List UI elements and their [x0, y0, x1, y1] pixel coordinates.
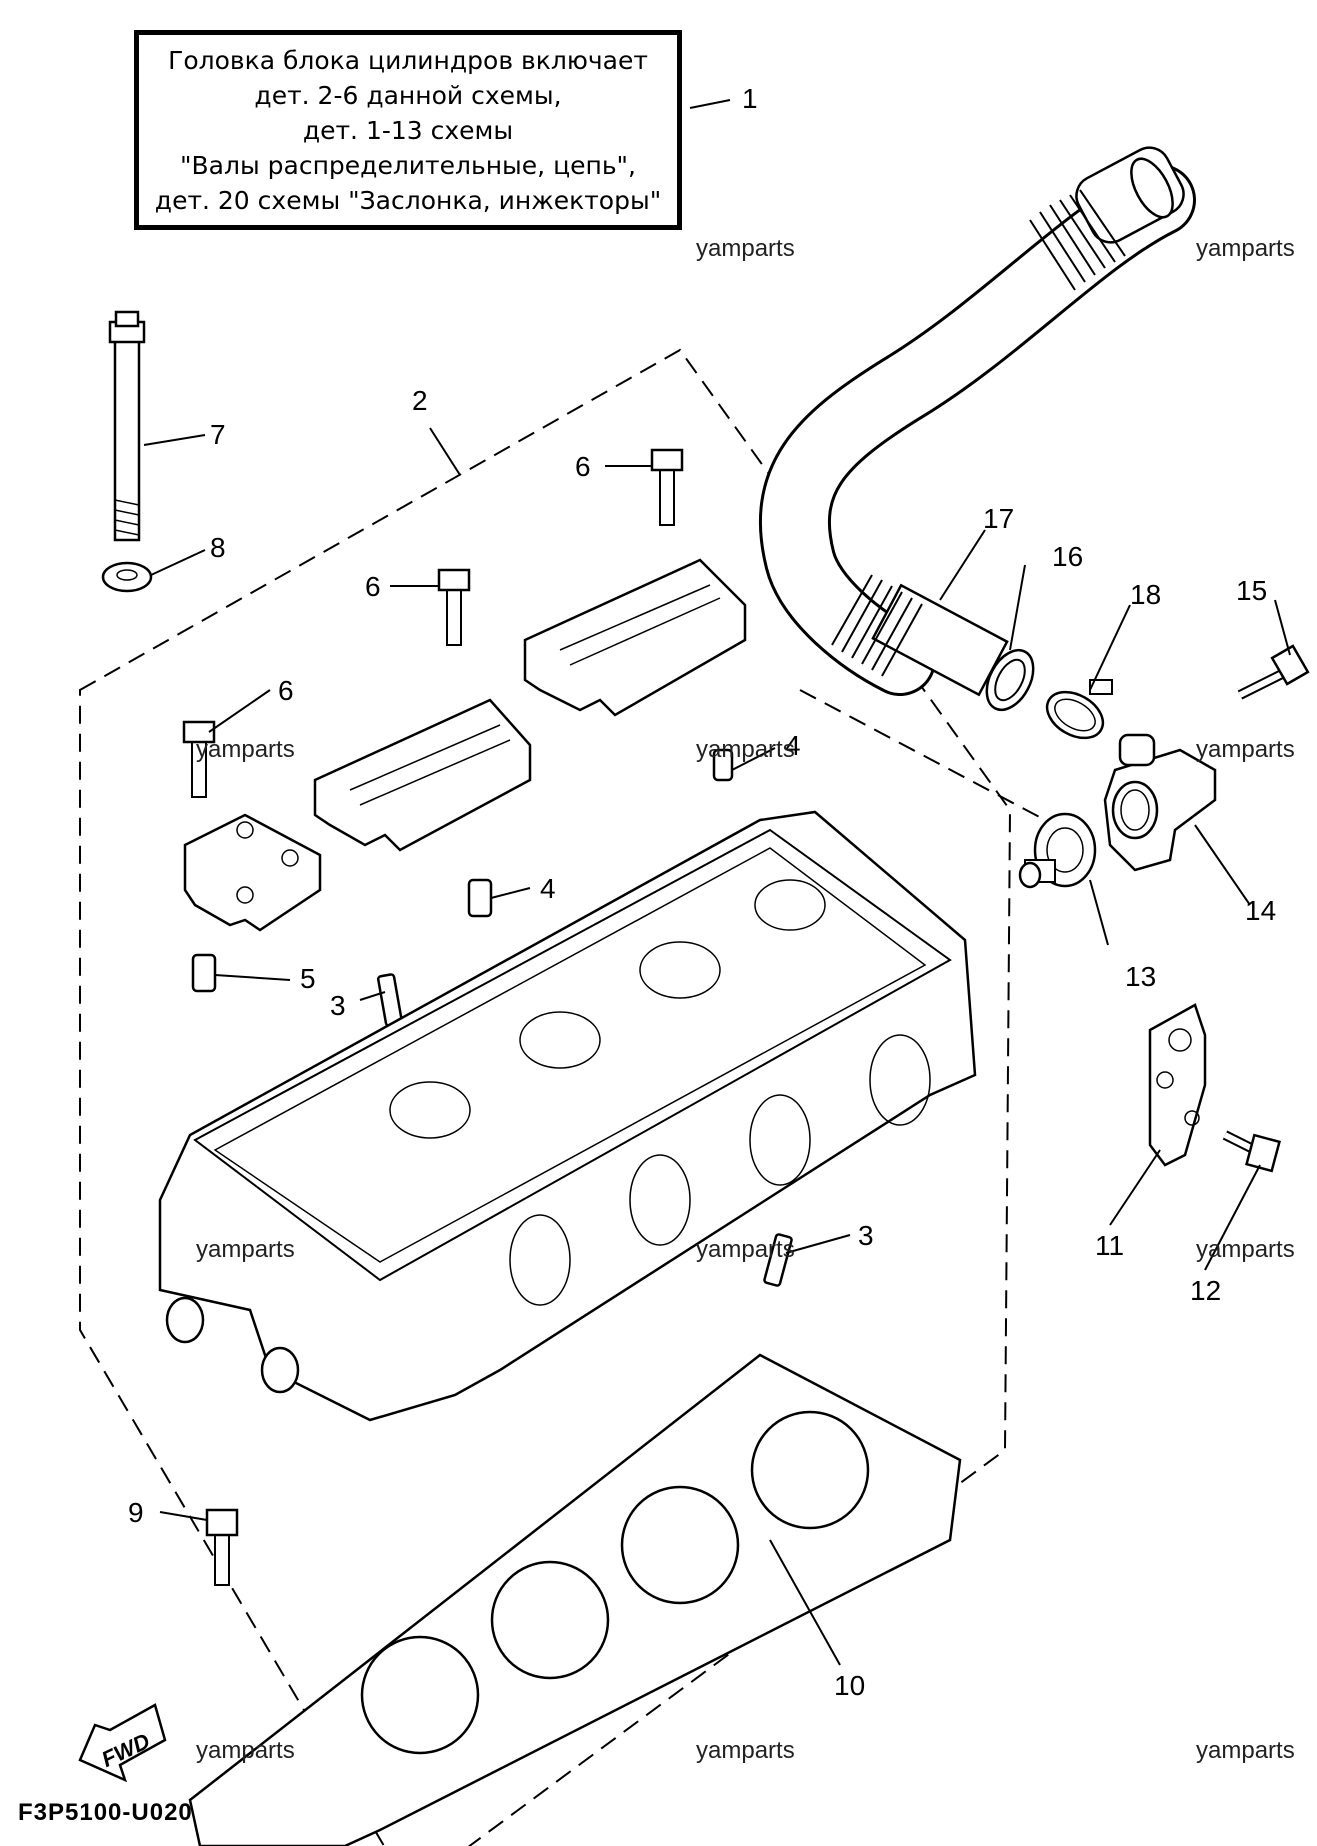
hose-assembly-outline — [799, 689, 1046, 821]
fwd-arrow-icon — [78, 1703, 167, 1783]
callout-9: 9 — [128, 1497, 144, 1528]
hose-part — [758, 146, 1196, 696]
cover-plate-part — [1148, 1003, 1207, 1167]
callout-6: 6 — [278, 675, 294, 706]
callout-3: 3 — [330, 990, 346, 1021]
note-line: "Валы распределительные, цепь", — [180, 150, 636, 180]
head-gasket-part — [188, 1353, 962, 1846]
watermark: yamparts — [196, 1737, 295, 1764]
dowel-part — [191, 953, 217, 993]
bolt-part — [437, 568, 471, 646]
callout-7: 7 — [210, 419, 226, 450]
callout-1: 1 — [742, 83, 758, 114]
callout-16: 16 — [1052, 541, 1083, 572]
valve-guide-part — [377, 973, 403, 1027]
note-line: дет. 2-6 данной схемы, — [254, 80, 562, 110]
callout-2: 2 — [412, 385, 428, 416]
callout-3: 3 — [858, 1220, 874, 1251]
callout-12: 12 — [1190, 1275, 1221, 1306]
note-line: дет. 1-13 схемы — [302, 115, 514, 145]
bolt-part — [205, 1508, 239, 1586]
leader-lines — [143, 99, 1291, 1666]
callout-11: 11 — [1095, 1230, 1124, 1261]
thermostat-housing-part — [1103, 733, 1217, 872]
bolt-part — [182, 720, 216, 798]
washer-part — [101, 561, 153, 593]
watermark: yamparts — [1196, 736, 1295, 763]
callout-4: 4 — [540, 873, 556, 904]
watermark: yamparts — [1196, 1737, 1295, 1764]
callout-8: 8 — [210, 532, 226, 563]
bolt-part — [650, 448, 684, 526]
thermostat-part — [1018, 812, 1097, 889]
bolt-part — [1222, 1130, 1281, 1173]
note-box: Головка блока цилиндров включает дет. 2-… — [134, 30, 682, 230]
watermark: yamparts — [1196, 235, 1295, 262]
camshaft-cap-part — [183, 813, 322, 932]
head-bolt-part — [108, 310, 146, 542]
cylinder-head-part — [158, 810, 977, 1422]
hose-end-part — [831, 574, 1035, 712]
callout-14: 14 — [1245, 895, 1276, 926]
watermark: yamparts — [696, 1737, 795, 1764]
callout-18: 18 — [1130, 579, 1161, 610]
callout-4: 4 — [785, 730, 801, 761]
cylinder-head-assembly-outline — [79, 348, 1012, 1846]
note-line: Головка блока цилиндров включает — [168, 45, 648, 75]
diagram-code: F3P5100-U020 — [18, 1799, 193, 1826]
note-line: дет. 20 схемы "Заслонка, инжекторы" — [154, 185, 662, 215]
dowel-part — [467, 878, 493, 918]
callout-6: 6 — [365, 571, 381, 602]
valve-guide-part — [763, 1233, 793, 1287]
watermark: yamparts — [696, 1236, 795, 1263]
watermark: yamparts — [696, 235, 795, 262]
watermark: yamparts — [196, 1236, 295, 1263]
dowel-part — [712, 748, 734, 782]
camshaft-cap-part — [313, 698, 532, 852]
clamp-part — [1045, 679, 1113, 740]
watermark: yamparts — [196, 736, 295, 763]
callout-6: 6 — [575, 451, 591, 482]
callout-13: 13 — [1125, 961, 1156, 992]
callout-10: 10 — [834, 1670, 865, 1701]
camshaft-cap-part — [523, 558, 747, 717]
watermark: yamparts — [696, 736, 795, 763]
callout-15: 15 — [1236, 575, 1267, 606]
callout-5: 5 — [300, 963, 316, 994]
callout-17: 17 — [983, 503, 1014, 534]
watermark: yamparts — [1196, 1236, 1295, 1263]
bolt-part — [1237, 644, 1310, 700]
